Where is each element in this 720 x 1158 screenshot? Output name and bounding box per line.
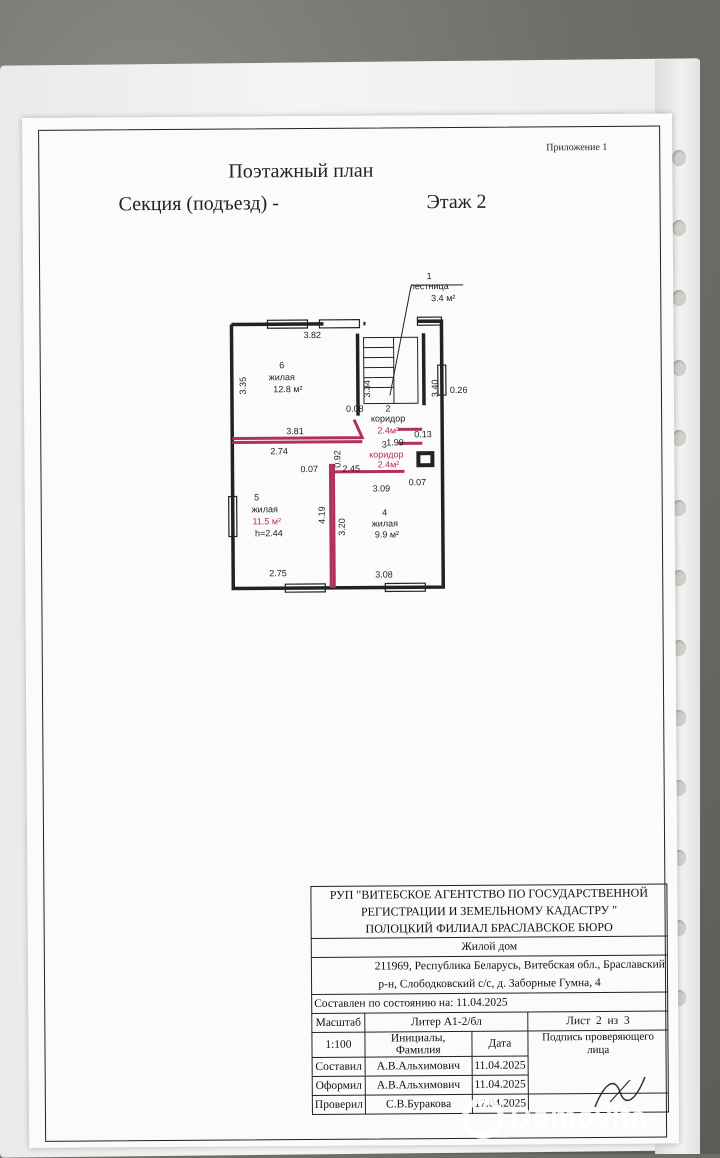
room-area: 2.4м² [377, 425, 399, 435]
dimension: 3.82 [303, 330, 321, 340]
dimension: 0.26 [450, 385, 468, 395]
document-sheet: Приложение 1 Поэтажный план Секция (подъ… [22, 113, 679, 1148]
object-type: Жилой дом [311, 936, 667, 957]
dimension: 2.75 [269, 568, 287, 578]
dimension: 1.99 [386, 437, 404, 447]
room-height: h=2.44 [255, 528, 283, 538]
domovita-watermark: Domovita [462, 1092, 717, 1144]
dimension: 0.07 [300, 464, 318, 474]
date-header: Дата [471, 1031, 528, 1056]
room-number: 1 [427, 271, 432, 281]
role: Оформил [312, 1076, 365, 1095]
room-number: 6 [279, 360, 284, 370]
punch-hole [672, 360, 686, 376]
dimension: 2.45 [342, 464, 360, 474]
scale-label: Масштаб [312, 1013, 365, 1032]
sheet-info: Лист 2 из 3 [528, 1011, 668, 1031]
row-date: 11.04.2025 [472, 1056, 529, 1075]
room-number: 5 [254, 492, 259, 502]
room-area: 9.9 м² [375, 529, 399, 539]
person-name: С.В.Буракова [365, 1094, 472, 1114]
person-name: А.В.Альхимович [365, 1075, 472, 1095]
room-area: 2.4м² [378, 459, 400, 469]
initials-header: Инициалы, Фамилия [365, 1031, 472, 1057]
liter-label: Литер А1-2/бл [365, 1012, 528, 1032]
room-area: 11.5 м² [253, 516, 282, 526]
dimension: 3.09 [373, 483, 391, 493]
punch-hole [672, 290, 686, 306]
room-name: коридор [369, 449, 403, 459]
address-line2: р-н, Слободковский с/с, д. Заборные Гумн… [311, 974, 667, 995]
room-name: коридор [371, 413, 405, 423]
role: Проверил [312, 1095, 365, 1114]
dimension: 0.07 [409, 477, 427, 487]
dimension: 3.08 [375, 569, 393, 579]
room-name: лестница [410, 281, 449, 291]
room-name: жилая [372, 518, 398, 528]
dimension: 4.19 [317, 506, 327, 524]
dimension: 3.20 [337, 518, 347, 536]
person-name: А.В.Альхимович [365, 1056, 472, 1076]
punch-hole [672, 220, 686, 236]
watermark-logo-icon [462, 1097, 504, 1139]
role: Составил [312, 1057, 365, 1076]
dimension: 3.81 [286, 426, 304, 436]
room-area: 12.8 м² [273, 384, 302, 394]
dimension: 0.08 [346, 404, 364, 414]
room-name: жилая [269, 372, 295, 382]
dimension: 2.74 [270, 446, 288, 456]
dimension: 3.34 [362, 380, 372, 398]
address-line1: 211969, Республика Беларусь, Витебская о… [311, 955, 667, 976]
room-area: 3.4 м² [431, 293, 455, 303]
dimension: 0.13 [414, 429, 432, 439]
stair-wall [424, 333, 425, 405]
dimension: 3.40 [430, 380, 440, 398]
room-name: жилая [252, 504, 278, 514]
punch-hole [672, 150, 686, 166]
room-number: 4 [382, 507, 387, 517]
room-number: 2 [385, 403, 390, 413]
dimension: 3.35 [238, 377, 248, 395]
watermark-text: Domovita [510, 1101, 647, 1135]
dimension: 0.92 [332, 450, 342, 468]
state-date: Составлен по состоянию на: 11.04.2025 [312, 992, 668, 1013]
scale-value: 1:100 [312, 1032, 365, 1057]
